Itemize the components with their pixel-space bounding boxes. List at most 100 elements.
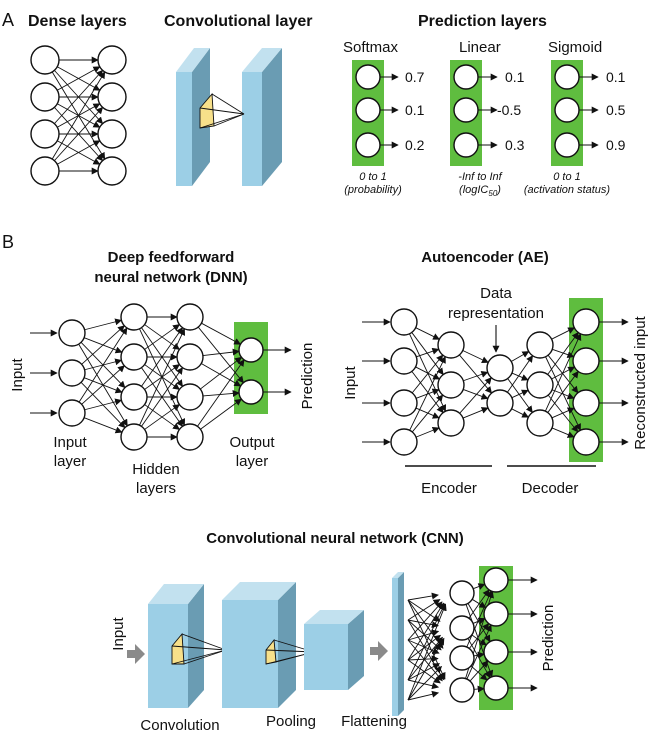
dnn-input-label: Input bbox=[9, 357, 26, 391]
connection bbox=[411, 394, 444, 433]
cnn-flatten-connection bbox=[407, 602, 445, 661]
connection bbox=[471, 634, 487, 646]
pooling-label: Pooling bbox=[266, 713, 316, 730]
connection bbox=[197, 359, 245, 427]
ae-input-node-4 bbox=[390, 428, 418, 456]
encoder-label: Encoder bbox=[421, 480, 477, 497]
connection bbox=[551, 407, 575, 419]
dense-layers-title: Dense layers bbox=[28, 13, 127, 30]
dense-left-node-1 bbox=[30, 45, 60, 75]
dnn-title-line2: neural network (DNN) bbox=[94, 269, 247, 286]
cnn-input-label: Input bbox=[110, 616, 127, 650]
cnn-flatten-connection bbox=[407, 636, 443, 681]
dnn-hidden2-node-2 bbox=[176, 343, 204, 371]
ae-input-node-2 bbox=[390, 347, 418, 375]
hidden-layers-label-2: layers bbox=[136, 480, 176, 497]
connection bbox=[507, 378, 533, 414]
cnn-flatten-connection bbox=[407, 603, 446, 681]
ae-decoder-node-1 bbox=[526, 331, 554, 359]
input-layer-label-2: layer bbox=[54, 453, 87, 470]
connection bbox=[411, 354, 444, 394]
cnn-flatten-connection bbox=[407, 592, 439, 601]
connection bbox=[81, 365, 125, 405]
pred-node-1-1 bbox=[355, 64, 381, 90]
dense-right-node-1 bbox=[97, 45, 127, 75]
connection bbox=[473, 583, 486, 590]
cnn-flatten-connection bbox=[407, 663, 440, 681]
connection bbox=[81, 325, 125, 365]
connection bbox=[551, 327, 575, 340]
panel-a-letter: A bbox=[2, 10, 14, 30]
pooled-slab-side bbox=[348, 610, 364, 690]
connection bbox=[473, 685, 485, 693]
pooling-slab-side bbox=[278, 582, 296, 708]
cnn-fc-node-1 bbox=[449, 580, 475, 606]
connection bbox=[144, 404, 180, 430]
dnn-prediction-label: Prediction bbox=[299, 343, 316, 410]
cnn-flatten-connection bbox=[407, 599, 441, 621]
dense-right-node-3 bbox=[97, 119, 127, 149]
decoder-label: Decoder bbox=[522, 480, 579, 497]
cnn-title: Convolutional neural network (CNN) bbox=[206, 530, 464, 547]
connection bbox=[201, 322, 242, 345]
hidden-layers-label-1: Hidden bbox=[132, 461, 180, 478]
connection bbox=[200, 398, 242, 430]
ae-input-node-3 bbox=[390, 389, 418, 417]
ae-input-node-1 bbox=[390, 308, 418, 336]
linear-range: -Inf to Inf bbox=[458, 171, 502, 183]
output-layer-label-2: layer bbox=[236, 453, 269, 470]
ae-encoder-node-1 bbox=[437, 331, 465, 359]
connection bbox=[83, 417, 123, 434]
linear-out-1: 0.1 bbox=[505, 69, 525, 85]
connection bbox=[415, 426, 440, 438]
data-rep-label-1: Data bbox=[480, 285, 512, 302]
convolution-label: Convolution bbox=[140, 717, 219, 734]
connection bbox=[201, 363, 242, 387]
ae-output-node-2 bbox=[572, 347, 600, 375]
connection bbox=[141, 327, 183, 387]
pred-node-1-3 bbox=[355, 132, 381, 158]
connection bbox=[547, 331, 579, 375]
pooling-slab-top bbox=[222, 582, 296, 600]
ae-output-node-4 bbox=[572, 428, 600, 456]
ae-diagram bbox=[362, 308, 629, 456]
cnn-fc-node-4 bbox=[449, 677, 475, 703]
connection bbox=[200, 356, 243, 390]
cnn-prediction-label: Prediction bbox=[540, 605, 557, 672]
sigmoid-out-3: 0.9 bbox=[606, 137, 626, 153]
dense-right-node-2 bbox=[97, 82, 127, 112]
flattened-slab-top bbox=[392, 572, 404, 578]
pred-node-3-2 bbox=[554, 97, 580, 123]
dnn-hidden1-node-4 bbox=[120, 423, 148, 451]
sigmoid-range: 0 to 1 bbox=[553, 171, 581, 183]
connection bbox=[139, 328, 186, 426]
conv-layer-title: Convolutional layer bbox=[164, 13, 312, 30]
connection bbox=[507, 355, 534, 393]
ae-code-node-2 bbox=[486, 389, 514, 417]
ae-output-node-3 bbox=[572, 389, 600, 417]
dense-left-node-2 bbox=[30, 82, 60, 112]
pred-node-2-3 bbox=[453, 132, 479, 158]
linear-note: (logIC50) bbox=[459, 184, 501, 198]
connection bbox=[78, 327, 128, 403]
connection bbox=[544, 333, 582, 412]
connection bbox=[459, 377, 492, 414]
pooling-slab-front bbox=[222, 600, 278, 708]
connection bbox=[84, 318, 123, 331]
convolution-slab-side bbox=[188, 584, 204, 708]
connection bbox=[202, 390, 240, 397]
connection bbox=[144, 324, 180, 350]
dnn-output-node-2 bbox=[238, 379, 264, 405]
dense-layers-diagram bbox=[30, 45, 127, 186]
dnn-hidden2-node-1 bbox=[176, 303, 204, 331]
pred-node-2-2 bbox=[453, 97, 479, 123]
conv-input-slab-top bbox=[176, 48, 210, 72]
connection bbox=[463, 389, 489, 400]
connection bbox=[511, 389, 529, 399]
conv-output-slab-front bbox=[242, 72, 262, 186]
connection bbox=[547, 354, 579, 394]
connection bbox=[473, 651, 485, 659]
connection bbox=[415, 327, 440, 340]
prediction-layers-title: Prediction layers bbox=[418, 13, 547, 30]
